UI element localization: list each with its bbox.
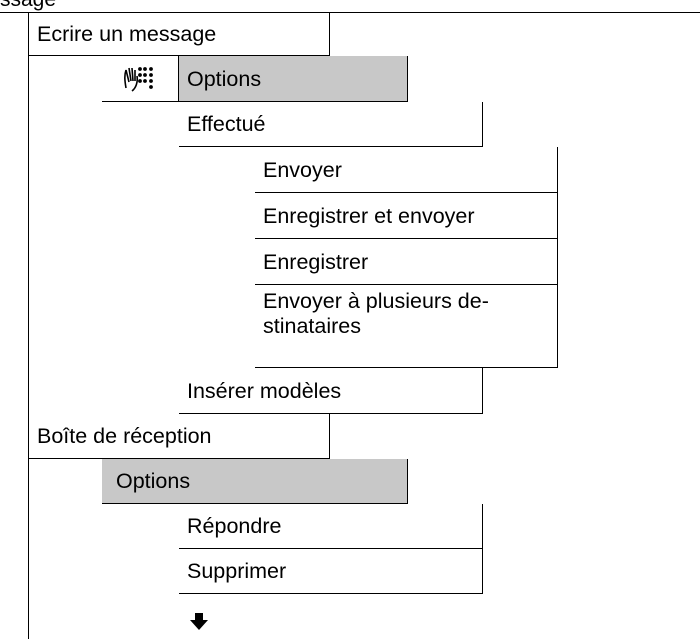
menu-delete[interactable]: Supprimer [179,549,483,594]
keypad-hand-icon-cell [102,56,179,102]
menu-write-message-label: Ecrire un message [37,22,217,46]
submenu-send-multiple[interactable]: Envoyer à plusieurs de- stinataires [255,285,558,368]
menu-insert-templates[interactable]: Insérer modèles [179,368,483,414]
top-rule [0,12,700,13]
submenu-send-multiple-label: Envoyer à plusieurs de- stinataires [263,289,489,339]
submenu-send-multiple-line1: Envoyer à plusieurs de- [263,289,489,313]
menu-reply[interactable]: Répondre [179,504,483,549]
menu-write-message[interactable]: Ecrire un message [29,13,330,56]
menu-reply-label: Répondre [187,514,282,538]
menu-inbox-options[interactable]: Options [102,459,408,504]
menu-done[interactable]: Effectué [179,102,483,147]
menu-delete-label: Supprimer [187,559,287,583]
menu-write-options[interactable]: Options [179,56,408,102]
left-rule [28,12,29,639]
menu-write-options-label: Options [187,66,262,91]
keypad-hand-icon [124,66,153,92]
submenu-save[interactable]: Enregistrer [255,239,558,285]
header-fragment: ssage [0,0,56,12]
menu-inbox[interactable]: Boîte de réception [29,414,330,459]
menu-inbox-options-label: Options [116,469,191,493]
submenu-send[interactable]: Envoyer [255,147,558,193]
menu-inbox-label: Boîte de réception [37,424,212,448]
submenu-send-label: Envoyer [263,157,342,182]
menu-done-label: Effectué [187,112,266,136]
submenu-save-and-send[interactable]: Enregistrer et envoyer [255,193,558,239]
submenu-save-label: Enregistrer [263,249,369,274]
submenu-save-and-send-label: Enregistrer et envoyer [263,203,475,228]
submenu-send-multiple-line2: stinataires [263,314,361,338]
arrow-down-icon [190,613,208,630]
menu-insert-templates-label: Insérer modèles [187,378,342,403]
